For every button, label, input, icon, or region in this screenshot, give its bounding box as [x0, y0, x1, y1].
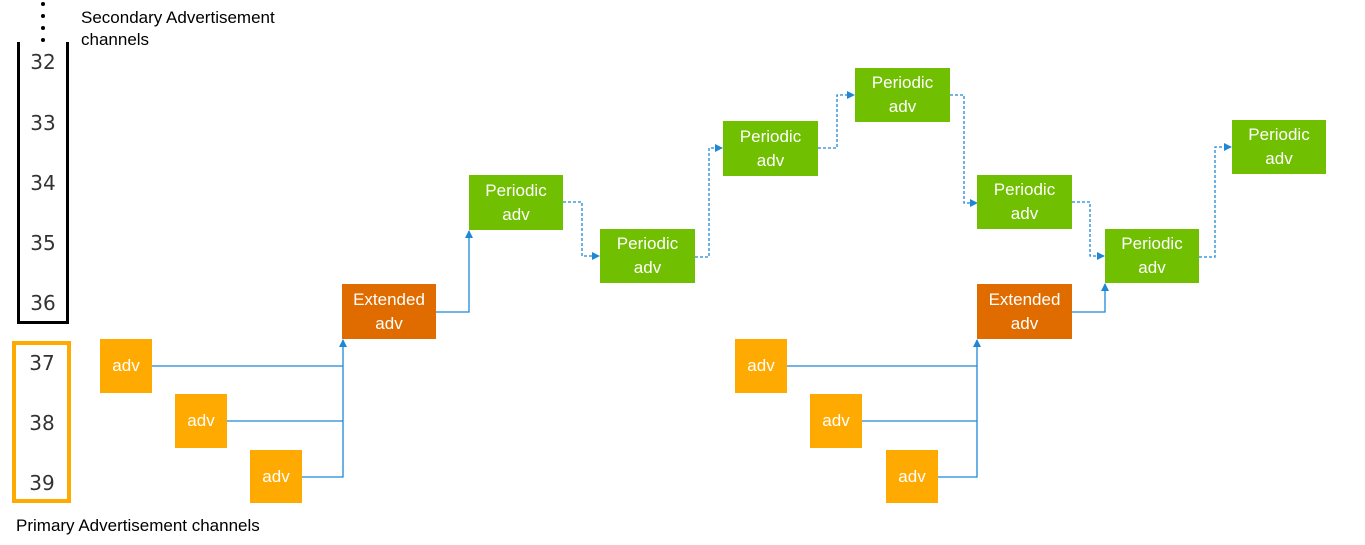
connector-extended-to-periodic-6 — [1072, 283, 1109, 313]
connector-extended-to-periodic-1 — [436, 230, 473, 313]
periodic-adv-box: Periodic adv — [855, 68, 950, 122]
secondary-channel-frame — [17, 42, 69, 324]
channel-number-33: 33 — [30, 111, 56, 135]
periodic-adv-box: Periodic adv — [469, 175, 563, 230]
primary-adv-box: adv — [735, 339, 787, 393]
primary-adv-box: adv — [810, 394, 862, 448]
box-label: Periodic — [616, 234, 679, 253]
secondary-channels-caption: Secondary Advertisement channels — [81, 7, 275, 51]
periodic-adv-box: Periodic adv — [600, 229, 695, 283]
periodic-adv-box: Periodic adv — [723, 121, 818, 176]
box-label: Extended — [353, 289, 425, 309]
primary-adv-box: adv — [250, 450, 302, 503]
periodic-adv-box: Periodic adv — [1232, 120, 1326, 174]
ellipsis-dot — [41, 2, 45, 6]
channel-number-35: 35 — [30, 231, 56, 255]
connector-periodic-3-to-4 — [818, 91, 855, 149]
box-label: adv — [822, 411, 850, 430]
box-label: adv — [898, 466, 926, 486]
periodic-adv-box: Periodic adv — [977, 175, 1072, 229]
box-label: Periodic — [871, 73, 934, 92]
channel-number-36: 36 — [30, 291, 56, 315]
primary-adv-box: adv — [100, 339, 152, 393]
secondary-caption-line2: channels — [81, 30, 150, 49]
box-label: Periodic — [1121, 234, 1183, 253]
channel-number-37: 37 — [29, 351, 55, 375]
box-label: Periodic — [993, 180, 1056, 199]
box-label: Periodic — [485, 180, 547, 200]
connector-periodic-6-to-7 — [1199, 143, 1232, 258]
box-label: adv — [502, 204, 530, 224]
extended-adv-box: Extended adv — [342, 284, 436, 339]
secondary-caption-line1: Secondary Advertisement — [81, 8, 275, 27]
ellipsis-dot — [41, 38, 45, 42]
connector-periodic-4-to-5 — [950, 94, 978, 207]
channel-number-34: 34 — [30, 171, 56, 195]
connector-periodic-1-to-2 — [563, 201, 600, 260]
primary-adv-box: adv — [175, 394, 227, 448]
ellipsis-dot — [41, 14, 45, 18]
box-label: adv — [1010, 313, 1039, 333]
box-label: adv — [747, 356, 775, 375]
box-label: adv — [1010, 204, 1039, 223]
primary-adv-box: adv — [886, 450, 938, 503]
box-label: Periodic — [1248, 125, 1310, 144]
box-label: adv — [633, 258, 662, 277]
primary-channels-caption: Primary Advertisement channels — [16, 516, 260, 535]
periodic-adv-box: Periodic adv — [1105, 229, 1199, 283]
connector-adv39-to-extended-right — [937, 339, 981, 478]
box-label: Extended — [988, 289, 1061, 309]
primary-channel-frame — [12, 341, 71, 503]
box-label: adv — [187, 411, 215, 430]
box-label: adv — [262, 466, 290, 486]
box-label: adv — [888, 97, 917, 116]
channel-number-38: 38 — [29, 411, 55, 435]
connector-periodic-2-to-3 — [695, 144, 723, 258]
box-label: adv — [756, 150, 785, 170]
channel-number-39: 39 — [29, 471, 55, 495]
connector-adv39-to-extended-left — [302, 339, 347, 478]
ellipsis-dot — [41, 26, 45, 30]
box-label: adv — [1265, 149, 1293, 168]
box-label: adv — [375, 313, 403, 333]
channel-number-32: 32 — [30, 50, 56, 74]
box-label: adv — [112, 356, 140, 375]
connector-periodic-5-to-6 — [1072, 201, 1105, 260]
box-label: adv — [1138, 258, 1166, 277]
extended-adv-box: Extended adv — [977, 284, 1072, 339]
box-label: Periodic — [739, 126, 802, 146]
